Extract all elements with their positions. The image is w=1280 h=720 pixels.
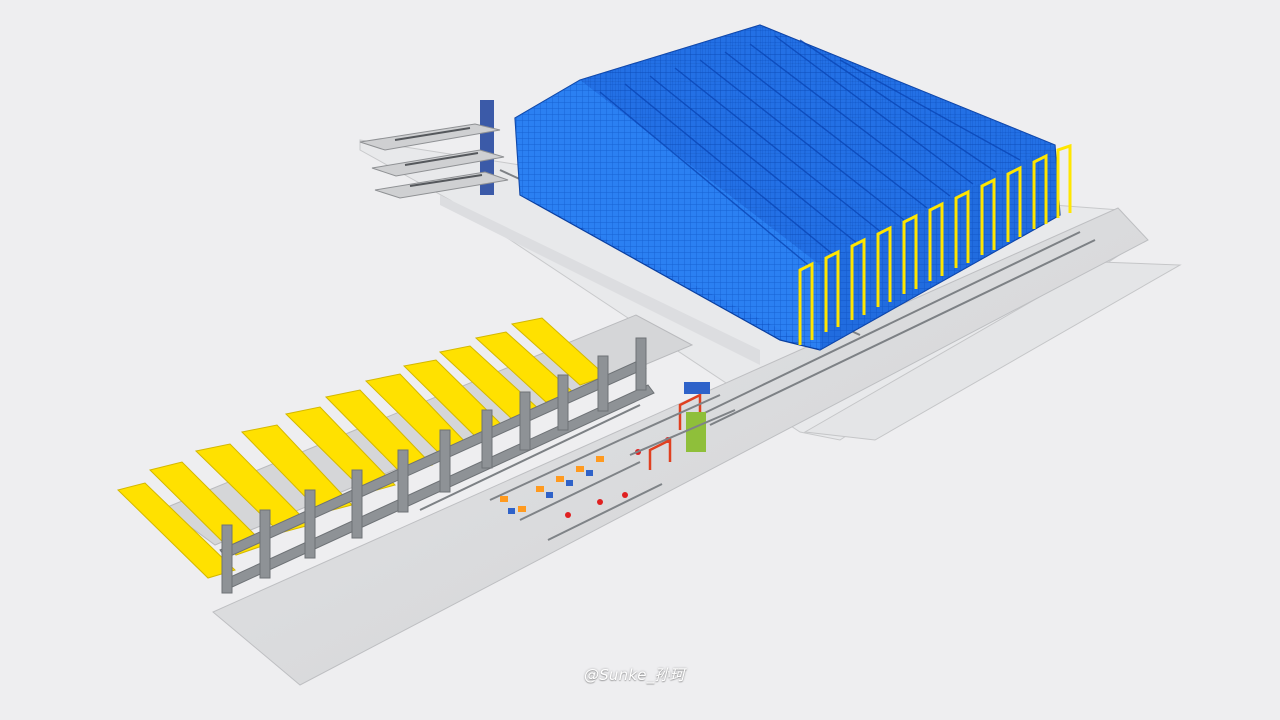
conveyor xyxy=(489,382,736,541)
yellow-bays xyxy=(117,317,607,579)
gantry-beam xyxy=(219,337,655,594)
watermark-text: @Sunke_孙珂 xyxy=(584,666,685,684)
stacker-crane xyxy=(798,143,1072,345)
warehouse-rack xyxy=(514,24,1061,351)
lift-tower xyxy=(359,100,509,199)
